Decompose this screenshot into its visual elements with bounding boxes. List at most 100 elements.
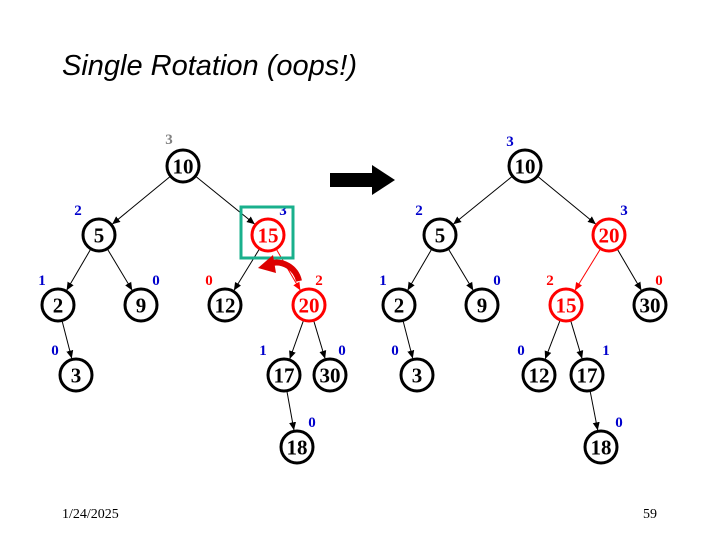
height-label-after-2: 1 [379,273,387,289]
node-key: 3 [71,364,82,388]
tree-node-after-15: 15 [548,287,584,323]
node-key: 17 [577,364,598,388]
node-key: 18 [591,436,612,460]
edge-a20-a15 [574,248,602,291]
tree-node-before-15: 15 [250,217,286,253]
tree-node-before-2: 2 [40,287,76,323]
height-label-before-10: 3 [165,132,173,148]
tree-node-before-9: 9 [123,287,159,323]
tree-node-after-30: 30 [632,287,668,323]
node-key: 5 [435,224,446,248]
node-circle [583,429,619,465]
tree-node-after-20: 20 [591,217,627,253]
height-label-before-3: 0 [51,343,59,359]
node-key: 30 [320,364,341,388]
edge-a2-a3 [402,320,415,359]
height-label-after-9: 0 [493,273,501,289]
tree-node-after-18: 18 [583,429,619,465]
node-circle [312,357,348,393]
edge-b15-b20 [275,248,301,291]
edge-a15-a12 [544,319,561,360]
node-key: 15 [556,294,577,318]
edge-b17-b18 [286,390,297,431]
node-key: 2 [53,294,64,318]
tree-node-after-3: 3 [399,357,435,393]
height-label-after-30: 0 [655,273,663,289]
slide-page-number: 59 [643,507,657,522]
height-label-before-17: 1 [259,343,267,359]
tree-node-before-12: 12 [207,287,243,323]
edge-a17-a18 [589,390,600,431]
node-circle [266,357,302,393]
tree-node-after-17: 17 [569,357,605,393]
tree-node-before-3: 3 [58,357,94,393]
node-key: 15 [258,224,279,248]
edges-layer [61,175,642,431]
node-key: 3 [412,364,423,388]
height-label-before-18: 0 [308,415,316,431]
node-key: 5 [94,224,105,248]
node-circle [591,217,627,253]
edge-b15-b12 [233,248,261,291]
height-label-before-12: 0 [205,273,213,289]
edge-a20-a30 [616,248,642,291]
node-circle [279,429,315,465]
node-key: 12 [215,294,236,318]
node-circle [123,287,159,323]
node-key: 9 [477,294,488,318]
node-key: 30 [640,294,661,318]
node-circle [81,217,117,253]
edge-a5-a9 [447,248,474,291]
height-label-after-12: 0 [517,343,525,359]
node-circle [422,217,458,253]
height-label-before-2: 1 [38,273,46,289]
height-label-after-17: 1 [602,343,610,359]
node-circle [250,217,286,253]
height-label-before-5: 2 [74,203,82,219]
edge-b20-b30 [313,320,327,359]
rotation-curved-arrow-icon [258,255,302,282]
node-circle [464,287,500,323]
node-circle [207,287,243,323]
tree-node-before-17: 17 [266,357,302,393]
height-label-before-9: 0 [152,273,160,289]
edge-b5-b2 [66,248,92,291]
edge-b10-b15 [195,175,256,225]
node-key: 18 [287,436,308,460]
height-label-after-10: 3 [506,134,514,150]
tree-node-after-2: 2 [381,287,417,323]
tree-node-before-5: 5 [81,217,117,253]
node-circle [521,357,557,393]
edge-b5-b9 [106,248,133,291]
edge-b20-b17 [289,319,305,360]
tree-node-before-18: 18 [279,429,315,465]
node-key: 9 [136,294,147,318]
height-label-after-5: 2 [415,203,423,219]
edge-b2-b3 [61,320,74,359]
height-label-after-15: 2 [546,273,554,289]
node-circle [58,357,94,393]
node-key: 10 [515,155,536,179]
slide-date: 1/24/2025 [62,507,119,522]
slide-title: Single Rotation (oops!) [62,50,357,82]
node-circle [569,357,605,393]
node-circle [507,148,543,184]
tree-node-after-12: 12 [521,357,557,393]
height-label-before-30: 0 [338,343,346,359]
node-key: 2 [394,294,405,318]
node-circle [381,287,417,323]
height-label-after-3: 0 [391,343,399,359]
edge-a10-a5 [452,175,513,225]
node-key: 10 [173,155,194,179]
height-label-before-20: 2 [315,273,323,289]
height-label-after-18: 0 [615,415,623,431]
tree-node-before-30: 30 [312,357,348,393]
node-key: 12 [529,364,550,388]
imbalance-highlight-box [239,205,295,260]
edge-b10-b5 [111,175,171,225]
node-circle [399,357,435,393]
